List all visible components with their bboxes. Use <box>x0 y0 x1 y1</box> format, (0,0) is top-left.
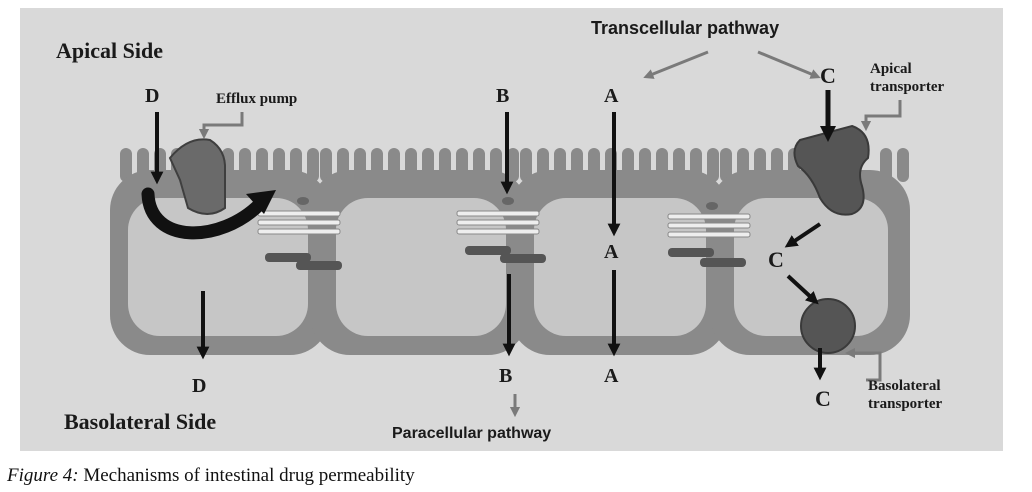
microvillus <box>507 148 519 182</box>
route-b-label-top: B <box>496 85 509 107</box>
route-a-label-middle: A <box>604 241 619 263</box>
figure-caption-text: Mechanisms of intestinal drug permeabili… <box>78 465 415 486</box>
basolateral-transporter-label: Basolateral transporter <box>868 378 944 412</box>
basolateral-transporter-pointer <box>844 347 882 382</box>
cytoplasm-2 <box>336 198 506 336</box>
transcellular-pathway-label: Transcellular pathway <box>591 18 779 38</box>
epithelial-layer <box>110 148 910 355</box>
apical-transporter-label-line2: transporter <box>870 79 944 95</box>
cytoplasm-3 <box>534 198 706 336</box>
microvillus <box>897 148 909 182</box>
microvillus <box>520 148 532 182</box>
arrow-c-baso <box>786 274 819 305</box>
route-d-label-bottom: D <box>192 375 206 397</box>
microvillus <box>307 148 319 182</box>
efflux-pointer <box>198 112 244 140</box>
tight-junction-2 <box>456 197 546 263</box>
diagram-canvas: Apical Side Basolateral Side Transcellul… <box>56 18 944 442</box>
pointer-arrows <box>198 50 902 418</box>
route-c-label-top: C <box>820 63 836 88</box>
arrow-c-cell <box>784 222 822 248</box>
efflux-arrowhead <box>246 190 276 214</box>
apical-transporter <box>793 124 870 216</box>
microvillus <box>320 148 332 182</box>
route-a-label-bottom: A <box>604 365 619 387</box>
basolateral-transporter <box>800 298 856 354</box>
apical-side-label: Apical Side <box>56 38 163 63</box>
route-b-label-bottom: B <box>499 365 512 387</box>
microvillus <box>720 148 732 182</box>
transcellular-pointer-right <box>757 50 821 79</box>
route-c-label-bottom: C <box>815 386 831 411</box>
permeability-diagram: Apical Side Basolateral Side Transcellul… <box>20 8 1003 451</box>
figure-number: Figure 4: <box>7 465 79 486</box>
apical-transporter-label-line1: Apical <box>870 61 912 77</box>
efflux-curved-arrow <box>141 187 267 240</box>
route-a-label-top: A <box>604 85 619 107</box>
apical-transporter-pointer <box>860 100 902 132</box>
microvillus <box>707 148 719 182</box>
tight-junction-3 <box>667 202 751 267</box>
cytoplasm-4 <box>734 198 888 336</box>
basolateral-transporter-label-line2: transporter <box>868 396 942 412</box>
efflux-pump-label: Efflux pump <box>216 91 297 107</box>
apical-transporter-label: Apical transporter <box>870 61 944 95</box>
figure-caption: Figure 4: Mechanisms of intestinal drug … <box>7 465 415 487</box>
route-c-label-middle: C <box>768 247 784 272</box>
efflux-pump <box>168 138 227 215</box>
microvillus <box>120 148 132 182</box>
route-d-label-top: D <box>145 85 159 107</box>
tight-junction-1 <box>257 197 342 270</box>
paracellular-pathway-label: Paracellular pathway <box>392 425 551 442</box>
basolateral-transporter-label-line1: Basolateral <box>868 378 941 394</box>
transcellular-pointer-left <box>643 50 709 79</box>
route-arrows <box>150 90 837 381</box>
basolateral-side-label: Basolateral Side <box>64 409 216 434</box>
